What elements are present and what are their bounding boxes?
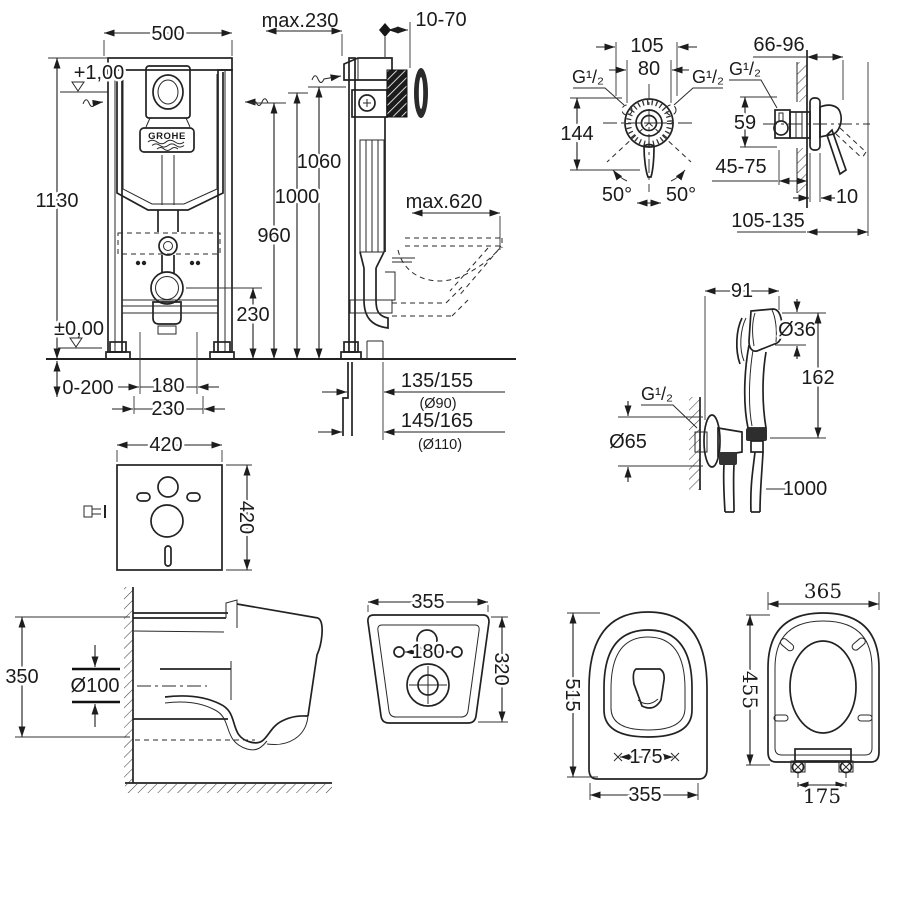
wall-hatch	[797, 62, 807, 102]
wall-adjustment-block	[386, 69, 408, 118]
seat-lid-view: 365 455 175	[736, 577, 880, 811]
knurled-ring	[626, 100, 672, 146]
sound-insulation-plate-view: 420 420	[83, 432, 260, 571]
dim-mixer-105: 105	[630, 35, 663, 57]
dim-top-width: 355	[628, 784, 661, 806]
lever-base	[819, 104, 843, 139]
dim-outlet-height: 230	[236, 304, 269, 326]
shower-mixer-side-view: 66-96 G¹/₂ 59 45-75 10 105-135	[712, 32, 870, 236]
thread-label-side: G¹/₂	[729, 59, 761, 79]
wc-back-view: 180 355 320	[367, 589, 515, 724]
thread-label-right: G¹/₂	[692, 67, 724, 87]
dim-230: 230	[151, 398, 184, 420]
dim-1000: 1000	[275, 186, 320, 208]
dim-frame-height: 1130	[35, 190, 78, 212]
dim-180: 180	[151, 375, 184, 397]
dim-plate-width: 420	[149, 434, 182, 456]
dim-45-75: 45-75	[715, 156, 766, 178]
dim-flange-dia: Ø65	[609, 431, 647, 453]
dim-hinge-175: 175	[803, 784, 841, 808]
break-arrow-left	[82, 99, 104, 107]
dim-soil-dia: (Ø110)	[418, 437, 462, 453]
dim-angle-left: 50°	[602, 184, 632, 206]
dim-mixer-80: 80	[638, 58, 660, 80]
dim-soil-offset: 145/165	[401, 410, 473, 432]
dim-top-height: 515	[561, 678, 583, 711]
wall-hatch	[797, 148, 807, 193]
sprayer-nut	[746, 428, 767, 441]
dim-outlet-depth: max.620	[406, 191, 483, 213]
level-symbol	[69, 337, 83, 348]
dim-59: 59	[734, 112, 756, 134]
thread-label-shower: G¹/₂	[641, 384, 673, 404]
dim-162: 162	[801, 367, 834, 389]
break-arrow-side	[311, 74, 342, 83]
dim-seat-height: 455	[738, 671, 762, 709]
installation-frame-front-view: GROHE	[46, 57, 516, 361]
hygienic-shower-view: 91 Ø36 162 G¹/₂ Ø65 1000	[607, 278, 837, 513]
level-mark-floor: ±0,00	[54, 318, 104, 340]
dim-66-96: 66-96	[753, 34, 804, 56]
dim-hose-length: 1000	[783, 478, 828, 500]
wc-top-view: 515 175 355	[559, 611, 708, 809]
dim-head-dia: Ø36	[778, 319, 816, 341]
dim-seat-width: 365	[804, 579, 842, 603]
spray-head	[736, 308, 784, 453]
dim-plate-height: 420	[235, 501, 257, 534]
dim-mixer-144: 144	[560, 123, 593, 145]
dim-960: 960	[257, 225, 290, 247]
dim-back-width: 355	[411, 591, 444, 613]
fixing-point-markers	[613, 752, 680, 762]
dim-10: 10	[836, 186, 858, 208]
wc-bowl-dashed-outline	[392, 237, 503, 317]
dim-pipe-dia: Ø100	[71, 675, 120, 697]
wc-side-section-view: 350 Ø100	[3, 587, 332, 793]
dim-floor-adjust: 0-200	[62, 377, 113, 399]
dim-105-135: 105-135	[731, 210, 804, 232]
dim-flush-offset: 135/155	[401, 370, 473, 392]
dim-fix-175: 175	[629, 746, 662, 768]
mixer-handle	[643, 143, 655, 178]
dim-350: 350	[5, 666, 38, 688]
fixing-bolt-icon	[83, 505, 106, 518]
thread-label-left: G¹/₂	[572, 67, 604, 87]
lever-alt-position	[835, 127, 867, 159]
dim-91: 91	[731, 280, 753, 302]
dim-1060: 1060	[297, 151, 342, 173]
wall-hatch	[124, 587, 133, 783]
seat-hinges	[788, 748, 858, 774]
level-symbol	[71, 81, 85, 92]
dim-wall-adjust: 10-70	[415, 9, 466, 31]
dim-holes-180: 180	[411, 641, 444, 663]
dim-flush-dia: (Ø90)	[419, 396, 456, 412]
level-mark-top: +1,00	[74, 62, 125, 84]
dim-angle-right: 50°	[666, 184, 696, 206]
frame-dimensions: 500 max.230 10-70 1130 +1,00 1060 1000 9…	[33, 7, 469, 423]
water-spot	[632, 668, 666, 709]
lever	[826, 128, 848, 176]
floor-hatch	[125, 784, 332, 793]
outlet-bend	[150, 271, 184, 305]
dim-back-height: 320	[490, 652, 512, 685]
mounting-studs	[392, 257, 415, 263]
shower-mixer-front-view: 105 80 G¹/₂ G¹/₂ 144 50° 50°	[558, 33, 727, 209]
dim-frame-depth: max.230	[262, 10, 339, 32]
wall-holder	[689, 397, 764, 513]
grohe-logo: GROHE	[139, 127, 195, 153]
installation-frame-side-view: max.620 135/155 (Ø90) 145/165 (Ø110)	[318, 57, 505, 456]
brand-logo-text: GROHE	[148, 131, 186, 142]
break-arrow-right	[245, 98, 269, 106]
dim-frame-width: 500	[151, 23, 184, 45]
